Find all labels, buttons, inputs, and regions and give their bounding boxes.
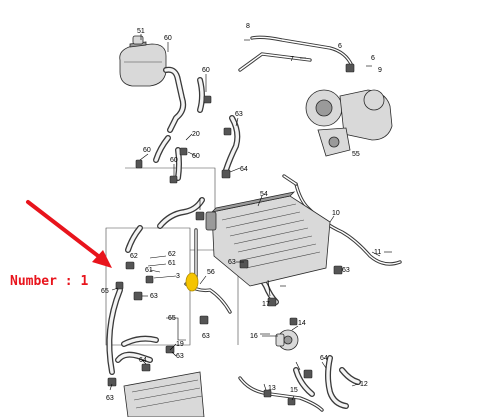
callout-15: 15 [290,387,298,394]
turbocharger [305,89,393,157]
callout-3: 3 [176,273,180,280]
annotation-label: Number : 1 [10,274,88,289]
callout-60: 60 [164,35,172,42]
bolt-symbols [244,39,392,335]
callout-20: 20 [192,131,200,138]
callout-17: 17 [262,301,270,308]
callout-60-c: 60 [143,147,151,154]
leader-lines [109,34,381,401]
callout-12: 12 [360,381,368,388]
callout-14: 14 [298,320,306,327]
callout-63-g: 63 [106,395,114,402]
callout-13: 13 [268,385,276,392]
hose-clamps [107,63,355,406]
callout-55: 55 [352,151,360,158]
callout-6-b: 6 [371,55,375,62]
callout-61-b: 61 [145,267,153,274]
callout-60-d: 60 [170,157,178,164]
highlighted-part-1 [185,272,199,292]
callout-64-c: 64 [320,355,328,362]
callout-9: 9 [378,67,382,74]
callout-54: 54 [260,191,268,198]
callout-51: 51 [137,28,145,35]
callout-10: 10 [332,210,340,217]
callout-63-e: 63 [202,333,210,340]
callout-56: 56 [207,269,215,276]
callout-numbers: 51 60 8 7 6 6 9 60 63 20 55 60 60 60 64 … [101,23,382,402]
callout-64: 64 [240,166,248,173]
callout-60-b: 60 [202,67,210,74]
callout-63-c: 63 [342,267,350,274]
callout-7: 7 [290,56,294,63]
callout-16: 16 [250,333,258,340]
callout-6: 6 [338,43,342,50]
callout-63-f: 63 [176,353,184,360]
callout-65: 65 [101,288,109,295]
callout-60-e: 60 [192,153,200,160]
callout-61: 61 [168,260,176,267]
callout-19: 19 [176,341,184,348]
callout-63-d: 63 [150,293,158,300]
auxiliary-pump [275,329,299,351]
callout-65-b: 65 [168,315,176,322]
red-pointer-arrow [26,200,112,268]
assembly-frames [105,167,239,346]
callout-62-b: 62 [130,253,138,260]
callout-62: 62 [168,251,176,258]
coolant-expansion-tank [119,35,167,87]
callout-64-b: 64 [139,357,147,364]
callout-8: 8 [246,23,250,30]
callout-63: 63 [235,111,243,118]
egr-cooler [205,191,331,287]
callout-63-b: 63 [228,259,236,266]
coolant-pipes [184,35,402,412]
lower-radiator [123,371,205,417]
callout-11: 11 [374,249,381,256]
